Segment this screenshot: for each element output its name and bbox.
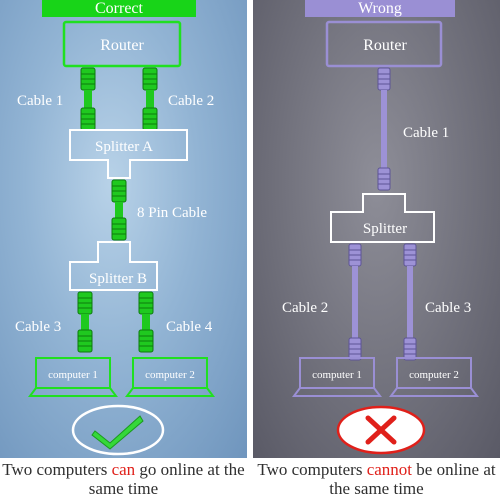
- right-computer-1-label: computer 1: [312, 369, 362, 381]
- right-computer-1: [292, 357, 382, 397]
- left-cable-4-label: Cable 4: [166, 319, 213, 335]
- left-router-box: [62, 20, 182, 68]
- correct-header-label: Correct: [95, 0, 144, 17]
- eight-pin-cable: [111, 179, 127, 241]
- right-splitter-shape: [330, 193, 435, 243]
- checkmark-icon: [71, 404, 165, 456]
- left-computer-1-label: computer 1: [48, 369, 98, 381]
- left-cable-3: [77, 291, 93, 353]
- left-cable-4: [138, 291, 154, 353]
- left-cable-3-label: Cable 3: [15, 319, 61, 335]
- left-cable-1-label: Cable 1: [17, 93, 63, 109]
- splitter-b-shape: [69, 241, 158, 291]
- right-cable-3: [403, 243, 417, 361]
- eight-pin-cable-label: 8 Pin Cable: [137, 205, 207, 221]
- right-router-label: Router: [363, 37, 407, 54]
- wrong-header-label: Wrong: [358, 0, 402, 17]
- left-cable-2: [142, 67, 158, 131]
- splitter-b-label: Splitter B: [89, 271, 147, 287]
- correct-caption-highlight: can: [111, 460, 136, 479]
- right-cable-3-label: Cable 3: [425, 300, 471, 316]
- wrong-header-tab: [305, 0, 455, 17]
- correct-caption: Two computers can go online at the same …: [0, 458, 247, 502]
- diagram-svg: Correct Router Cable 1 Cable 2 Splitter …: [15, 0, 479, 456]
- wrong-caption-start: Two computers: [257, 460, 367, 479]
- left-computer-1: [28, 357, 118, 397]
- right-cable-1-label: Cable 1: [403, 125, 449, 141]
- right-computer-2: [389, 357, 479, 397]
- correct-caption-end: go online at the same time: [88, 460, 245, 498]
- splitter-a-shape: [69, 129, 188, 179]
- right-computer-2-label: computer 2: [409, 369, 459, 381]
- left-computer-2: [125, 357, 215, 397]
- correct-header-tab: [42, 0, 196, 17]
- right-cable-1: [377, 67, 391, 191]
- wrong-panel: [253, 0, 500, 458]
- left-cable-1: [80, 67, 96, 131]
- left-computer-2-label: computer 2: [145, 369, 195, 381]
- wrong-caption-end: be online at the same time: [329, 460, 496, 498]
- right-cable-2-label: Cable 2: [282, 300, 328, 316]
- correct-caption-start: Two computers: [2, 460, 112, 479]
- splitter-a-label: Splitter A: [95, 139, 153, 155]
- cross-icon: [336, 405, 426, 455]
- right-splitter-label: Splitter: [363, 221, 407, 237]
- wrong-caption: Two computers cannot be online at the sa…: [253, 458, 500, 502]
- right-cable-2: [348, 243, 362, 361]
- right-router-box: [325, 20, 443, 68]
- left-cable-2-label: Cable 2: [168, 93, 214, 109]
- left-router-label: Router: [100, 37, 144, 54]
- wrong-caption-highlight: cannot: [366, 460, 413, 479]
